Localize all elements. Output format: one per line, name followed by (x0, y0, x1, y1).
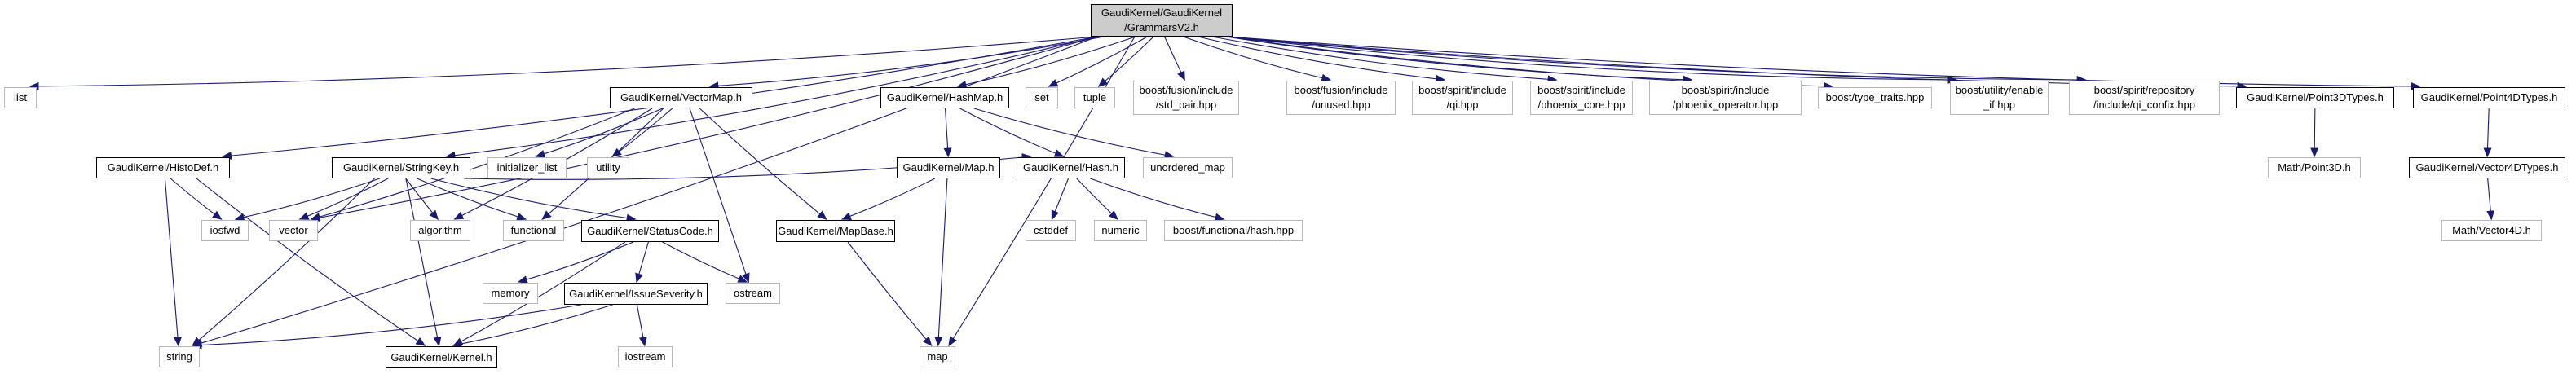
graph-node-point3dtypes[interactable]: GaudiKernel/Point3DTypes.h (2236, 87, 2394, 108)
include-edge-stringkey--string (192, 178, 375, 346)
graph-node-tuple: tuple (1074, 87, 1115, 108)
graph-node-hash_h[interactable]: GaudiKernel/Hash.h (1017, 157, 1125, 178)
include-edge-statuscode--issueseverity (635, 241, 649, 284)
include-edge-root--phoenix_core (1211, 36, 1558, 84)
graph-node-iostream: iostream (618, 346, 673, 367)
graph-node-map: map (920, 346, 955, 367)
include-edge-root--std_pair (1164, 36, 1185, 81)
include-edge-issueseverity--iostream (636, 304, 647, 347)
graph-node-vector: vector (269, 220, 318, 241)
include-edge-map_h--mapbase (840, 178, 936, 220)
include-edge-statuscode--ostream (662, 241, 748, 283)
graph-node-statuscode[interactable]: GaudiKernel/StatusCode.h (581, 220, 719, 242)
include-edge-hash_h--boost_hash (1090, 178, 1225, 222)
graph-node-list: list (4, 87, 37, 108)
graph-node-vector4d: Math/Vector4D.h (2441, 220, 2542, 241)
include-edge-root--hashmap (956, 36, 1136, 89)
include-edge-point3dtypes--point3d (2310, 108, 2319, 158)
include-edge-root--unused (1183, 36, 1332, 82)
graph-node-set: set (1026, 87, 1058, 108)
include-edge-hashmap--hash_h (959, 108, 1065, 157)
include-edge-vector4dtypes--vector4d (2486, 178, 2495, 221)
graph-node-issueseverity[interactable]: GaudiKernel/IssueSeverity.h (564, 283, 708, 305)
include-edge-histodef--iosfwd (170, 178, 223, 220)
graph-node-type_traits: boost/type_traits.hpp (1818, 87, 1932, 108)
include-edge-root--enable_if (1225, 36, 1958, 84)
graph-node-vector4dtypes[interactable]: GaudiKernel/Vector4DTypes.h (2409, 157, 2565, 178)
graph-node-iosfwd: iosfwd (201, 220, 249, 241)
include-edge-vectormap--utility (611, 108, 673, 157)
graph-node-histodef[interactable]: GaudiKernel/HistoDef.h (96, 157, 230, 178)
graph-node-qi_confix: boost/spirit/repository /include/qi_conf… (2069, 81, 2220, 115)
include-edge-root--qi (1198, 36, 1446, 83)
include-edge-vectormap--ostream (689, 108, 750, 284)
graph-node-initializer_list: initializer_list (487, 157, 567, 178)
include-edge-histodef--string (164, 178, 182, 347)
graph-node-functional: functional (503, 220, 564, 241)
include-edge-map_h--map (934, 178, 948, 347)
graph-node-stringkey[interactable]: GaudiKernel/StringKey.h (332, 157, 470, 178)
graph-node-ostream: ostream (726, 283, 780, 304)
include-edge-root--qi_confix (1225, 36, 2087, 84)
include-edge-root--string (192, 36, 1098, 347)
graph-node-qi: boost/spirit/include /qi.hpp (1412, 81, 1513, 115)
graph-node-string: string (159, 346, 200, 367)
include-edge-mapbase--map (847, 241, 933, 347)
graph-node-phoenix_operator: boost/spirit/include /phoenix_operator.h… (1649, 81, 1802, 115)
include-edge-hashmap--unordered_map (973, 108, 1175, 160)
graph-node-utility: utility (587, 157, 629, 178)
graph-node-mapbase[interactable]: GaudiKernel/MapBase.h (776, 220, 895, 242)
include-edge-issueseverity--string (192, 304, 581, 350)
include-edge-root--vector (310, 36, 1098, 222)
graph-node-numeric: numeric (1094, 220, 1147, 241)
graph-node-hashmap[interactable]: GaudiKernel/HashMap.h (880, 87, 1009, 108)
graph-node-unordered_map: unordered_map (1143, 157, 1233, 178)
include-edge-issueseverity--kernel (452, 304, 613, 348)
include-edge-root--list (29, 36, 1098, 90)
include-edge-stringkey--statuscode (430, 178, 637, 222)
include-edge-point4dtypes--vector4dtypes (2483, 108, 2492, 158)
include-edge-hash_h--numeric (1076, 178, 1118, 221)
graph-node-memory: memory (483, 283, 538, 304)
graph-node-enable_if: boost/utility/enable _if.hpp (1950, 81, 2049, 115)
graph-node-std_pair: boost/fusion/include /std_pair.hpp (1133, 81, 1239, 115)
include-edge-histodef--kernel (196, 178, 426, 346)
graph-node-root: GaudiKernel/GaudiKernel /GrammarsV2.h (1091, 4, 1233, 37)
include-edge-statuscode--kernel (452, 241, 626, 346)
include-edge-statuscode--memory (517, 241, 634, 284)
include-edge-vectormap--initializer_list (535, 108, 664, 158)
include-edge-root--point3dtypes (1225, 36, 2247, 90)
graph-node-point4dtypes[interactable]: GaudiKernel/Point4DTypes.h (2413, 87, 2565, 108)
graph-node-point3d: Math/Point3D.h (2268, 157, 2361, 178)
include-edge-stringkey--kernel (405, 178, 442, 347)
include-edge-root--vectormap (708, 36, 1105, 90)
include-edge-root--stringkey (445, 36, 1098, 160)
graph-node-unused: boost/fusion/include /unused.hpp (1286, 81, 1396, 115)
include-edge-stringkey--iosfwd (234, 178, 381, 222)
include-edge-stringkey--vector (298, 178, 389, 220)
graph-node-cstddef: cstddef (1026, 220, 1076, 241)
include-edge-vectormap--vector (310, 108, 635, 221)
include-edge-hash_h--cstddef (1051, 178, 1070, 221)
graph-node-boost_hash: boost/functional/hash.hpp (1164, 220, 1303, 241)
include-edge-root--map (948, 36, 1136, 347)
include-edge-stringkey--algorithm (405, 178, 439, 221)
graph-node-phoenix_core: boost/spirit/include /phoenix_core.hpp (1530, 81, 1633, 115)
include-edge-root--set (1048, 36, 1148, 87)
graph-node-kernel[interactable]: GaudiKernel/Kernel.h (386, 346, 497, 368)
graph-node-algorithm: algorithm (410, 220, 470, 241)
include-edge-root--tuple (1097, 36, 1154, 87)
include-edge-vectormap--mapbase (699, 108, 827, 220)
include-edge-hashmap--map_h (943, 108, 952, 158)
graph-node-vectormap[interactable]: GaudiKernel/VectorMap.h (610, 87, 752, 108)
include-edge-root--point4dtypes (1225, 36, 2421, 90)
graph-node-map_h[interactable]: GaudiKernel/Map.h (897, 157, 1000, 178)
include-edge-root--phoenix_operator (1225, 36, 1693, 84)
